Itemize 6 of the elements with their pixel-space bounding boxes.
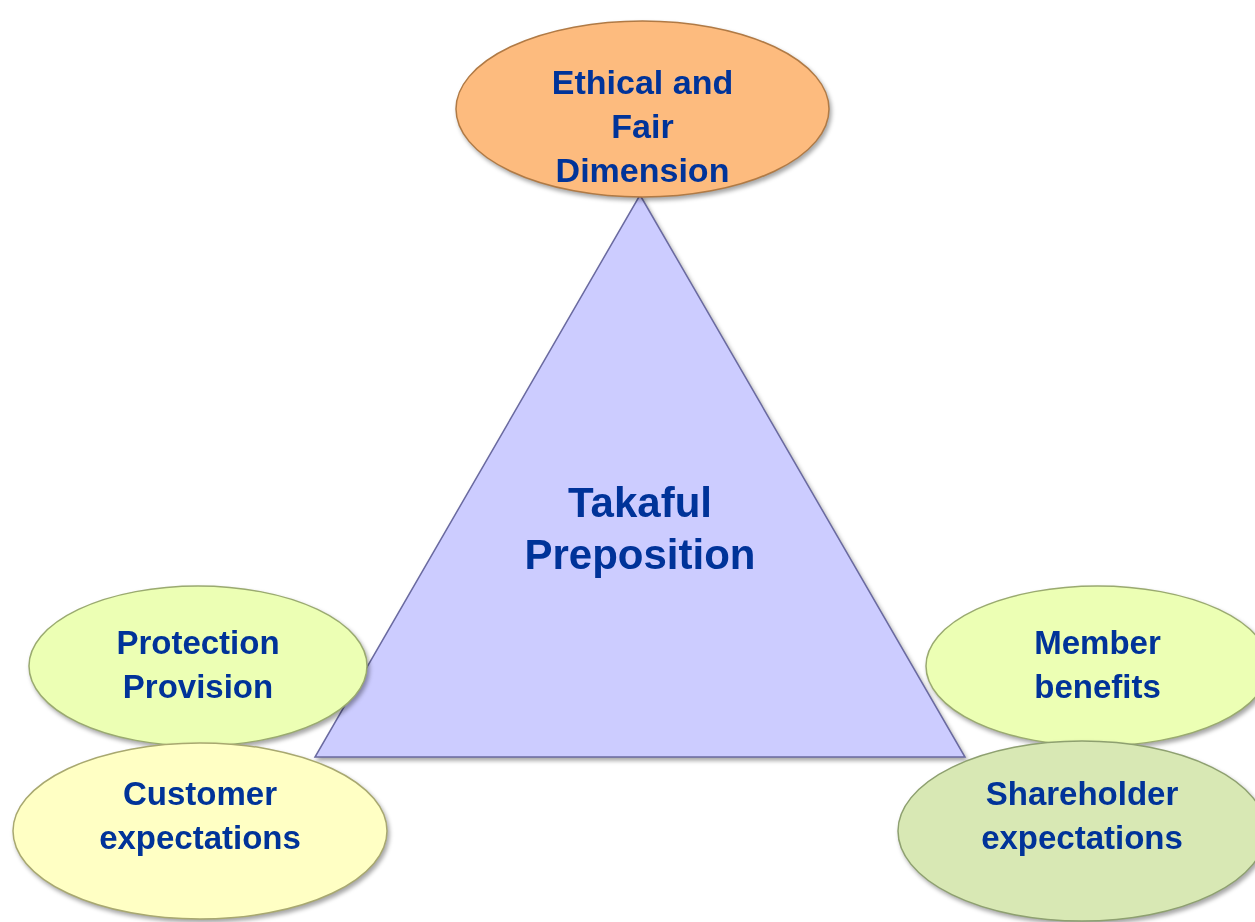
node-label: Takaful Preposition <box>523 478 757 580</box>
node-label: Protection Provision <box>115 623 281 707</box>
node-label: Member benefits <box>1033 623 1162 707</box>
node-label: Shareholder expectations <box>980 774 1184 858</box>
node-label: Ethical and Fair Dimension <box>550 62 735 191</box>
node-label: Customer expectations <box>98 774 302 858</box>
